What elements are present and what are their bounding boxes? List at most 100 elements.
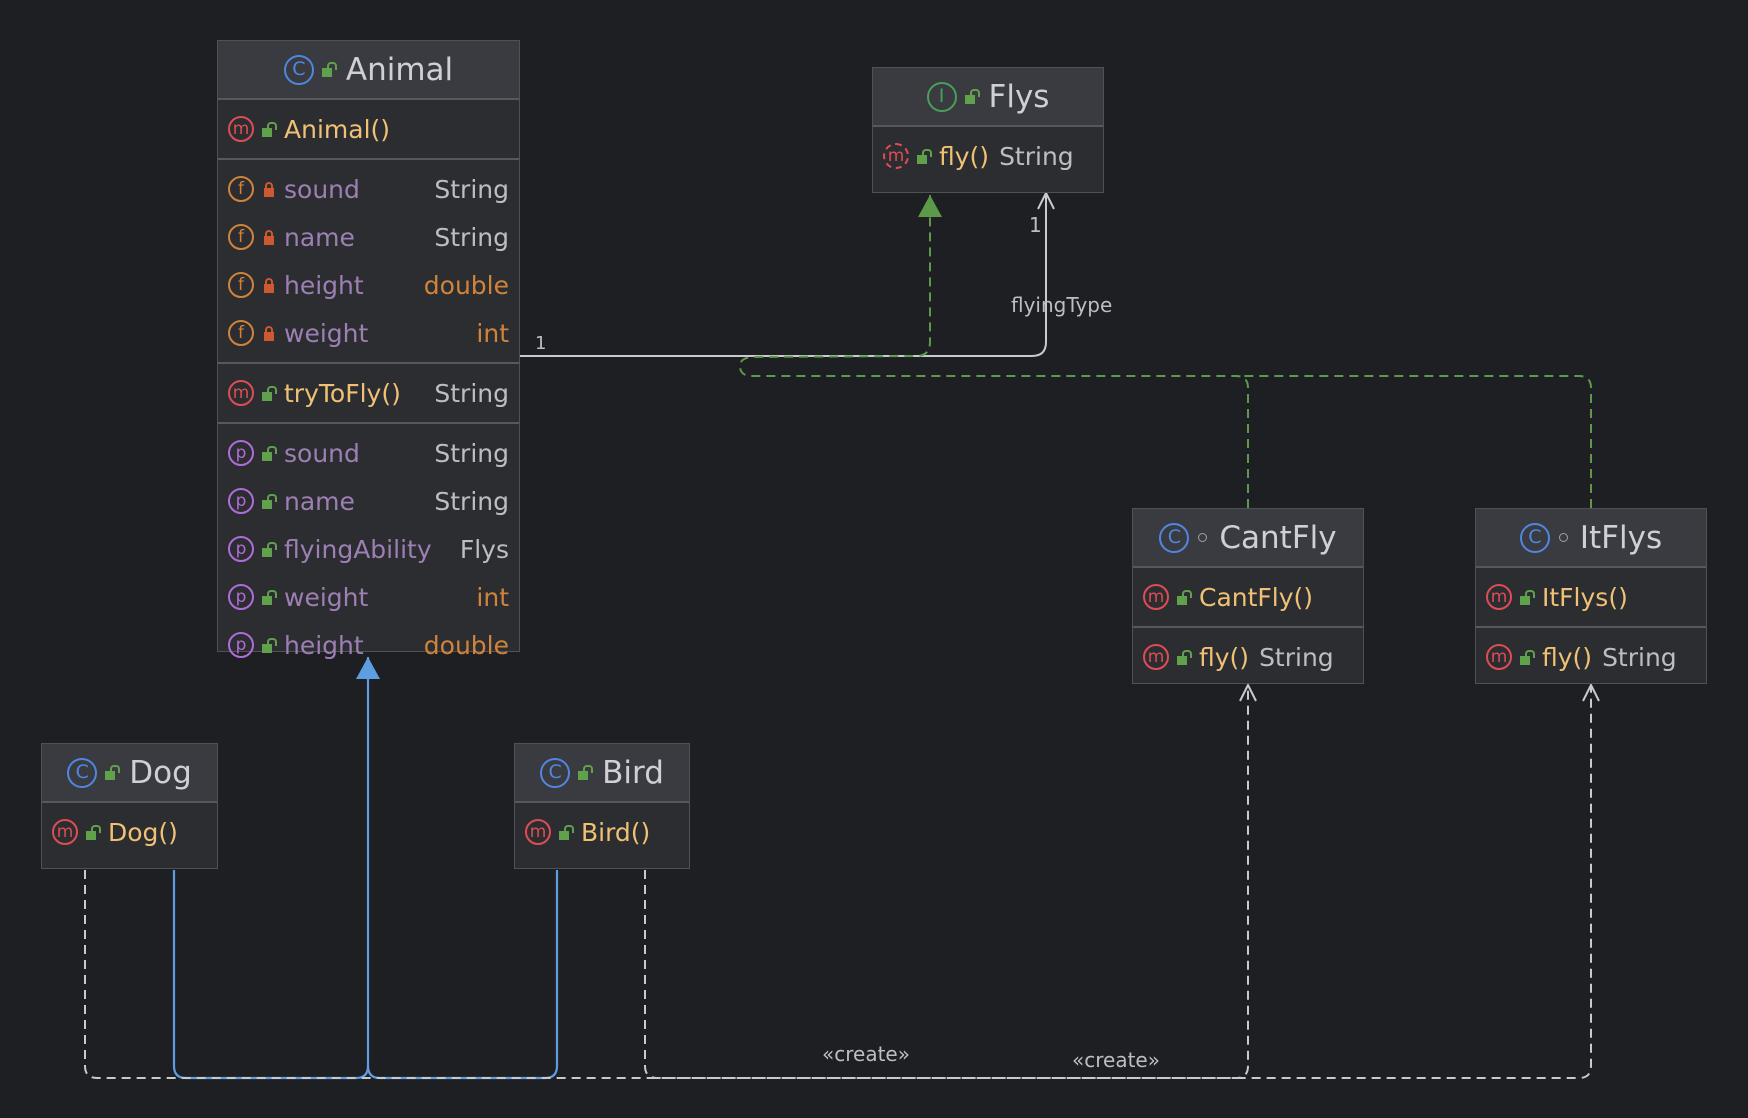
class-icon: C — [67, 757, 98, 788]
constructor-row[interactable]: m Dog() — [42, 808, 217, 856]
method-icon: m — [1486, 584, 1512, 610]
package-private-icon — [1197, 532, 1209, 544]
create-label-2: «create» — [1072, 1048, 1160, 1072]
methods-section: m fly() String — [1476, 628, 1706, 686]
method-type: String — [1259, 642, 1334, 672]
field-name: weight — [284, 318, 369, 348]
method-icon: m — [1143, 644, 1169, 670]
public-icon — [262, 589, 277, 605]
public-icon — [1520, 589, 1535, 605]
field-row[interactable]: f weight int — [218, 309, 519, 357]
field-row[interactable]: f height double — [218, 261, 519, 309]
association-role-label: flyingType — [1011, 293, 1113, 317]
method-type: String — [999, 141, 1074, 171]
flys-interface[interactable]: I Flys m fly() String — [872, 67, 1104, 193]
field-type: int — [476, 318, 509, 348]
field-icon: f — [228, 224, 254, 250]
itflys-class[interactable]: C ItFlys m ItFlys() m fly() String — [1475, 508, 1707, 684]
constructor-name: ItFlys() — [1542, 582, 1628, 612]
constructor-row[interactable]: m ItFlys() — [1476, 573, 1706, 621]
methods-section: m fly() String — [1133, 628, 1363, 686]
constructor-section: m CantFly() — [1133, 568, 1363, 628]
itflys-header[interactable]: C ItFlys — [1476, 509, 1706, 568]
public-icon — [1177, 589, 1192, 605]
class-title: Dog — [129, 754, 192, 791]
class-icon: C — [283, 54, 314, 85]
cantfly-class[interactable]: C CantFly m CantFly() m fly() String — [1132, 508, 1364, 684]
method-icon: m — [228, 116, 254, 142]
method-icon: m — [1143, 584, 1169, 610]
animal-class[interactable]: C Animal m Animal() f sound String f nam… — [217, 40, 520, 660]
property-row[interactable]: p sound String — [218, 429, 519, 477]
field-type: double — [423, 270, 509, 300]
class-title: CantFly — [1219, 519, 1337, 556]
property-row[interactable]: p flyingAbility Flys — [218, 525, 519, 573]
method-row[interactable]: m fly() String — [1133, 633, 1363, 681]
method-row[interactable]: m fly() String — [1476, 633, 1706, 681]
cantfly-header[interactable]: C CantFly — [1133, 509, 1363, 568]
property-icon: p — [228, 584, 254, 610]
property-type: int — [476, 582, 509, 612]
class-title: Bird — [602, 754, 664, 791]
method-name: fly() — [1199, 642, 1250, 672]
association-source-multiplicity: 1 — [535, 333, 547, 354]
realization-itflys-flys — [1236, 375, 1592, 508]
class-title: ItFlys — [1579, 519, 1663, 556]
interface-icon: I — [926, 81, 957, 112]
create-bird-itflys — [644, 685, 1591, 1079]
private-icon — [262, 325, 276, 341]
constructor-section: m ItFlys() — [1476, 568, 1706, 628]
property-icon: p — [228, 488, 254, 514]
constructor-row[interactable]: m Animal() — [218, 105, 519, 153]
dog-class[interactable]: C Dog m Dog() — [41, 743, 218, 869]
constructor-section: m Bird() — [515, 803, 689, 861]
method-name: fly() — [939, 141, 990, 171]
interface-title: Flys — [988, 78, 1050, 115]
method-type: String — [434, 378, 509, 408]
field-name: name — [284, 222, 355, 252]
public-icon — [262, 541, 277, 557]
dog-header[interactable]: C Dog — [42, 744, 217, 803]
field-icon: f — [228, 320, 254, 346]
method-type: String — [1602, 642, 1677, 672]
field-row[interactable]: f sound String — [218, 165, 519, 213]
class-icon: C — [1159, 522, 1190, 553]
property-name: weight — [284, 582, 369, 612]
flys-header[interactable]: I Flys — [873, 68, 1103, 127]
animal-header[interactable]: C Animal — [218, 41, 519, 100]
field-type: String — [434, 174, 509, 204]
association-target-multiplicity: 1 — [1029, 213, 1042, 237]
method-name: fly() — [1542, 642, 1593, 672]
realization-cantfly-flys — [738, 195, 1249, 508]
method-row[interactable]: m fly() String — [873, 132, 1103, 180]
public-icon — [262, 385, 277, 401]
bird-header[interactable]: C Bird — [515, 744, 689, 803]
public-icon — [262, 493, 277, 509]
field-name: height — [284, 270, 364, 300]
method-name: tryToFly() — [284, 378, 401, 408]
public-icon — [262, 121, 277, 137]
class-title: Animal — [345, 51, 454, 88]
property-row[interactable]: p name String — [218, 477, 519, 525]
bird-class[interactable]: C Bird m Bird() — [514, 743, 690, 869]
association-animal-flys — [520, 193, 1046, 356]
field-icon: f — [228, 272, 254, 298]
public-icon — [559, 824, 574, 840]
constructor-row[interactable]: m Bird() — [515, 808, 689, 856]
property-icon: p — [228, 632, 254, 658]
create-dog-cantfly — [84, 685, 1248, 1079]
inheritance-bird-animal — [366, 870, 559, 1080]
fields-section: f sound String f name String f height do… — [218, 160, 519, 364]
constructor-row[interactable]: m CantFly() — [1133, 573, 1363, 621]
public-icon — [321, 62, 337, 77]
property-type: String — [434, 438, 509, 468]
method-row[interactable]: m tryToFly() String — [218, 369, 519, 417]
class-icon: C — [540, 757, 571, 788]
create-label-1: «create» — [822, 1042, 910, 1066]
field-row[interactable]: f name String — [218, 213, 519, 261]
property-row[interactable]: p height double — [218, 621, 519, 669]
field-icon: f — [228, 176, 254, 202]
property-row[interactable]: p weight int — [218, 573, 519, 621]
property-type: double — [423, 630, 509, 660]
